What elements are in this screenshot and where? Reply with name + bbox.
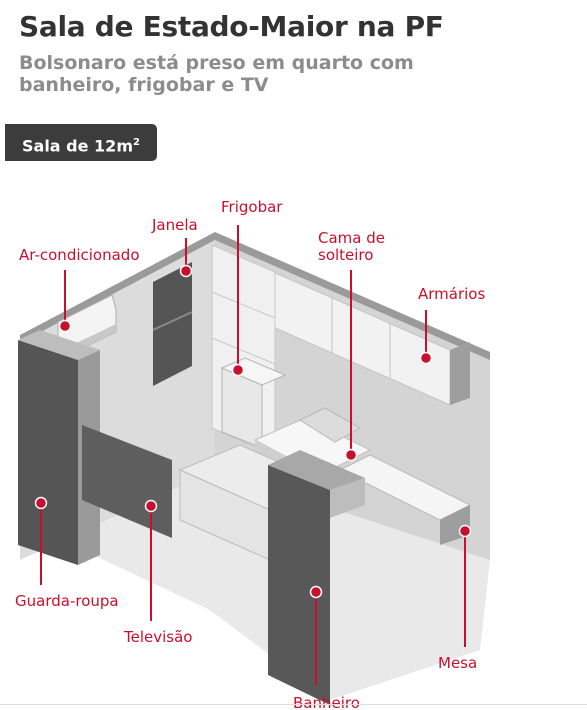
page-title: Sala de Estado-Maior na PF	[19, 10, 444, 43]
bathroom-wall-side	[330, 478, 365, 518]
banheiro-dot	[309, 585, 323, 599]
label-televisao: Televisão	[123, 628, 192, 646]
guarda-roupa-dot	[34, 496, 48, 510]
label-mesa: Mesa	[438, 654, 477, 672]
frigobar-dot	[231, 363, 245, 377]
mesa-dot	[458, 524, 472, 538]
cabinets-side	[450, 342, 470, 405]
wardrobe-top	[18, 330, 100, 360]
label-guarda-roupa: Guarda-roupa	[15, 592, 119, 610]
label-cama-line1: Cama de	[318, 229, 385, 247]
label-frigobar: Frigobar	[221, 198, 283, 216]
tall-cabinet-shelf	[211, 337, 276, 365]
room-size-text: Sala de 12m	[22, 136, 133, 156]
bathroom-wall-front	[268, 465, 330, 705]
janela-dot	[179, 264, 193, 278]
tall-cabinet-shelf	[211, 291, 276, 319]
leader-lines	[40, 225, 466, 685]
armarios-dot	[419, 351, 433, 365]
bed-pillow	[298, 407, 362, 443]
cama-dot	[344, 448, 358, 462]
room-size-unit: 2	[132, 137, 140, 148]
room-drawing	[18, 232, 490, 705]
label-ar-condicionado: Ar-condicionado	[19, 246, 140, 264]
room-size-badge: Sala de 12m2	[5, 124, 157, 161]
bottom-divider	[0, 704, 587, 705]
label-cama-line2: solteiro	[318, 246, 373, 264]
window-divider	[152, 311, 193, 331]
wardrobe-front	[18, 340, 78, 565]
window-shape	[153, 262, 192, 386]
marker-dots	[34, 264, 472, 599]
bathroom-wall-top	[268, 450, 365, 490]
ar-dot	[58, 319, 72, 333]
label-banheiro: Banheiro	[293, 694, 360, 710]
page-subtitle: Bolsonaro está preso em quarto com banhe…	[19, 52, 414, 96]
label-armarios: Armários	[418, 285, 485, 303]
label-janela: Janela	[151, 216, 198, 234]
televisao-dot	[144, 499, 158, 513]
